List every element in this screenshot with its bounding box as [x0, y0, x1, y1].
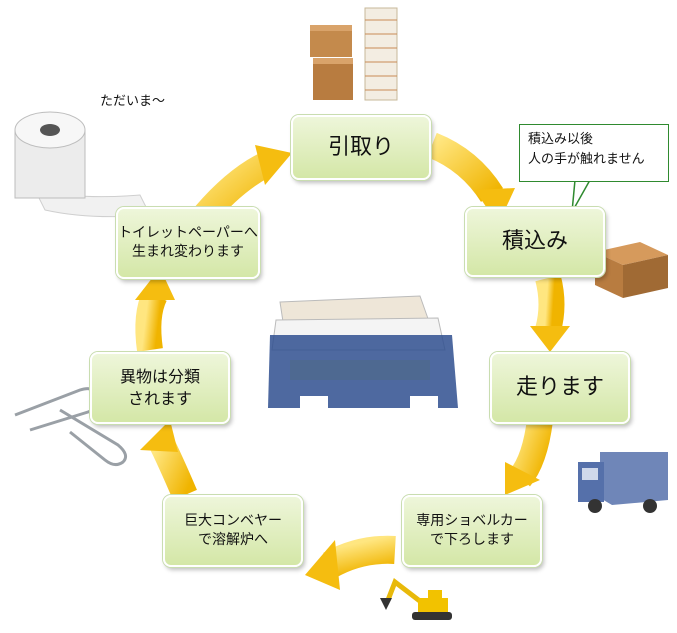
arrow-pickup-to-loading	[426, 132, 515, 225]
step-pickup-label: 引取り	[327, 134, 394, 160]
step-sorting-label: 異物は分類 されます	[119, 367, 200, 408]
toilet-paper-icon	[14, 111, 151, 218]
arrow-driving-to-shovel	[505, 418, 553, 495]
step-loading-label: 積込み	[501, 229, 568, 255]
step-rebirth-label: トイレットペーパーへ 生まれ変わります	[118, 225, 258, 260]
arrow-shovel-to-conveyor	[305, 535, 396, 590]
step-conveyor: 巨大コンベヤー で溶解炉へ	[163, 495, 303, 567]
arrow-conveyor-to-sorting	[140, 420, 197, 501]
cardboard-box-icon	[595, 242, 668, 298]
cardboard-boxes-icon	[310, 25, 353, 100]
speech-callout: 積込み以後 人の手が触れません	[519, 124, 669, 182]
arrow-sorting-to-rebirth	[135, 268, 175, 352]
step-shovel-label: 専用ショベルカー で下ろします	[416, 513, 528, 548]
step-driving: 走ります	[490, 352, 630, 424]
arrow-loading-to-driving	[530, 274, 570, 352]
step-sorting: 異物は分類 されます	[90, 352, 230, 424]
greeting-text: ただいま～	[100, 94, 166, 109]
step-pickup: 引取り	[291, 115, 431, 180]
step-conveyor-label: 巨大コンベヤー で溶解炉へ	[184, 513, 282, 548]
step-rebirth: トイレットペーパーへ 生まれ変わります	[116, 207, 260, 279]
truck-icon	[578, 452, 668, 513]
paper-stack-icon	[364, 7, 398, 101]
excavator-icon	[380, 577, 452, 620]
arrow-rebirth-to-pickup	[195, 145, 292, 224]
document-tray-icon	[268, 295, 458, 410]
step-shovel: 専用ショベルカー で下ろします	[402, 495, 542, 567]
step-driving-label: 走ります	[515, 375, 604, 401]
step-loading: 積込み	[465, 207, 605, 277]
